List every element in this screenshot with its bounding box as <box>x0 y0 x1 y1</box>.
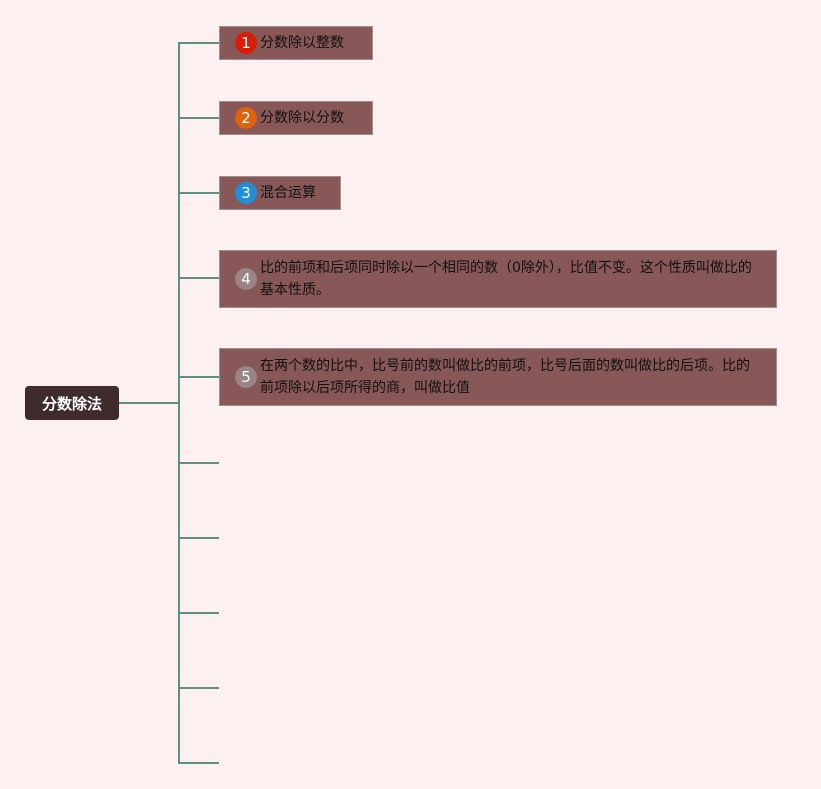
branch-topic-5[interactable]: 5 在两个数的比中，比号前的数叫做比的前项，比号后面的数叫做比的后项。比的前项除… <box>219 348 777 406</box>
empty-branch-connector <box>178 537 219 539</box>
number-1-icon: 1 <box>235 32 257 54</box>
branch-topic-label: 在两个数的比中，比号前的数叫做比的前项，比号后面的数叫做比的后项。比的前项除以后… <box>260 358 750 396</box>
empty-branch-connector <box>178 687 219 689</box>
branch-topic-2[interactable]: 2 分数除以分数 <box>219 101 373 135</box>
branch-topic-label: 分数除以整数 <box>260 35 344 51</box>
number-4-icon: 4 <box>235 268 257 290</box>
branch-connector <box>178 42 219 44</box>
root-topic[interactable]: 分数除法 <box>25 386 119 420</box>
branch-connector <box>178 117 219 119</box>
branch-topic-4[interactable]: 4 比的前项和后项同时除以一个相同的数（0除外），比值不变。这个性质叫做比的基本… <box>219 250 777 308</box>
branch-connector <box>178 277 219 279</box>
branch-topic-3[interactable]: 3 混合运算 <box>219 176 341 210</box>
number-5-icon: 5 <box>235 366 257 388</box>
branch-connector <box>178 192 219 194</box>
branch-topic-label: 分数除以分数 <box>260 110 344 126</box>
empty-branch-connector <box>178 612 219 614</box>
root-connector <box>119 402 179 404</box>
empty-branch-connector <box>178 762 219 764</box>
branch-topic-label: 比的前项和后项同时除以一个相同的数（0除外），比值不变。这个性质叫做比的基本性质… <box>260 260 752 298</box>
trunk-line <box>178 42 180 764</box>
branch-connector <box>178 376 219 378</box>
number-3-icon: 3 <box>235 182 257 204</box>
empty-branch-connector <box>178 462 219 464</box>
branch-topic-label: 混合运算 <box>260 185 316 201</box>
root-topic-label: 分数除法 <box>41 394 102 413</box>
branch-topic-1[interactable]: 1 分数除以整数 <box>219 26 373 60</box>
number-2-icon: 2 <box>235 107 257 129</box>
